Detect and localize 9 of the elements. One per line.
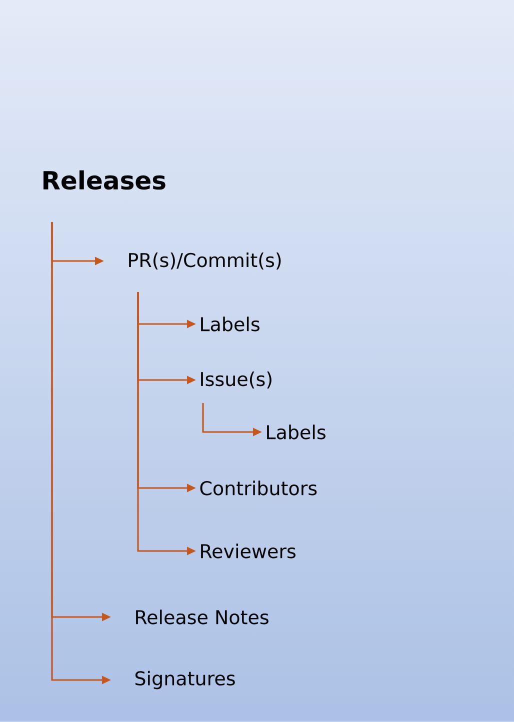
- tree-item: Release Notes: [136, 610, 268, 624]
- tree-item: PR(s)/Commit(s): [129, 252, 281, 270]
- tree-item: Labels: [201, 316, 260, 332]
- tree-item: Issue(s): [201, 372, 272, 388]
- tree-item: Reviewers: [201, 544, 296, 558]
- heading: Releases: [44, 170, 166, 190]
- tree-item: Contributors: [200, 480, 317, 496]
- tree-item: Signatures: [135, 670, 235, 690]
- tree-item: Labels: [267, 424, 326, 440]
